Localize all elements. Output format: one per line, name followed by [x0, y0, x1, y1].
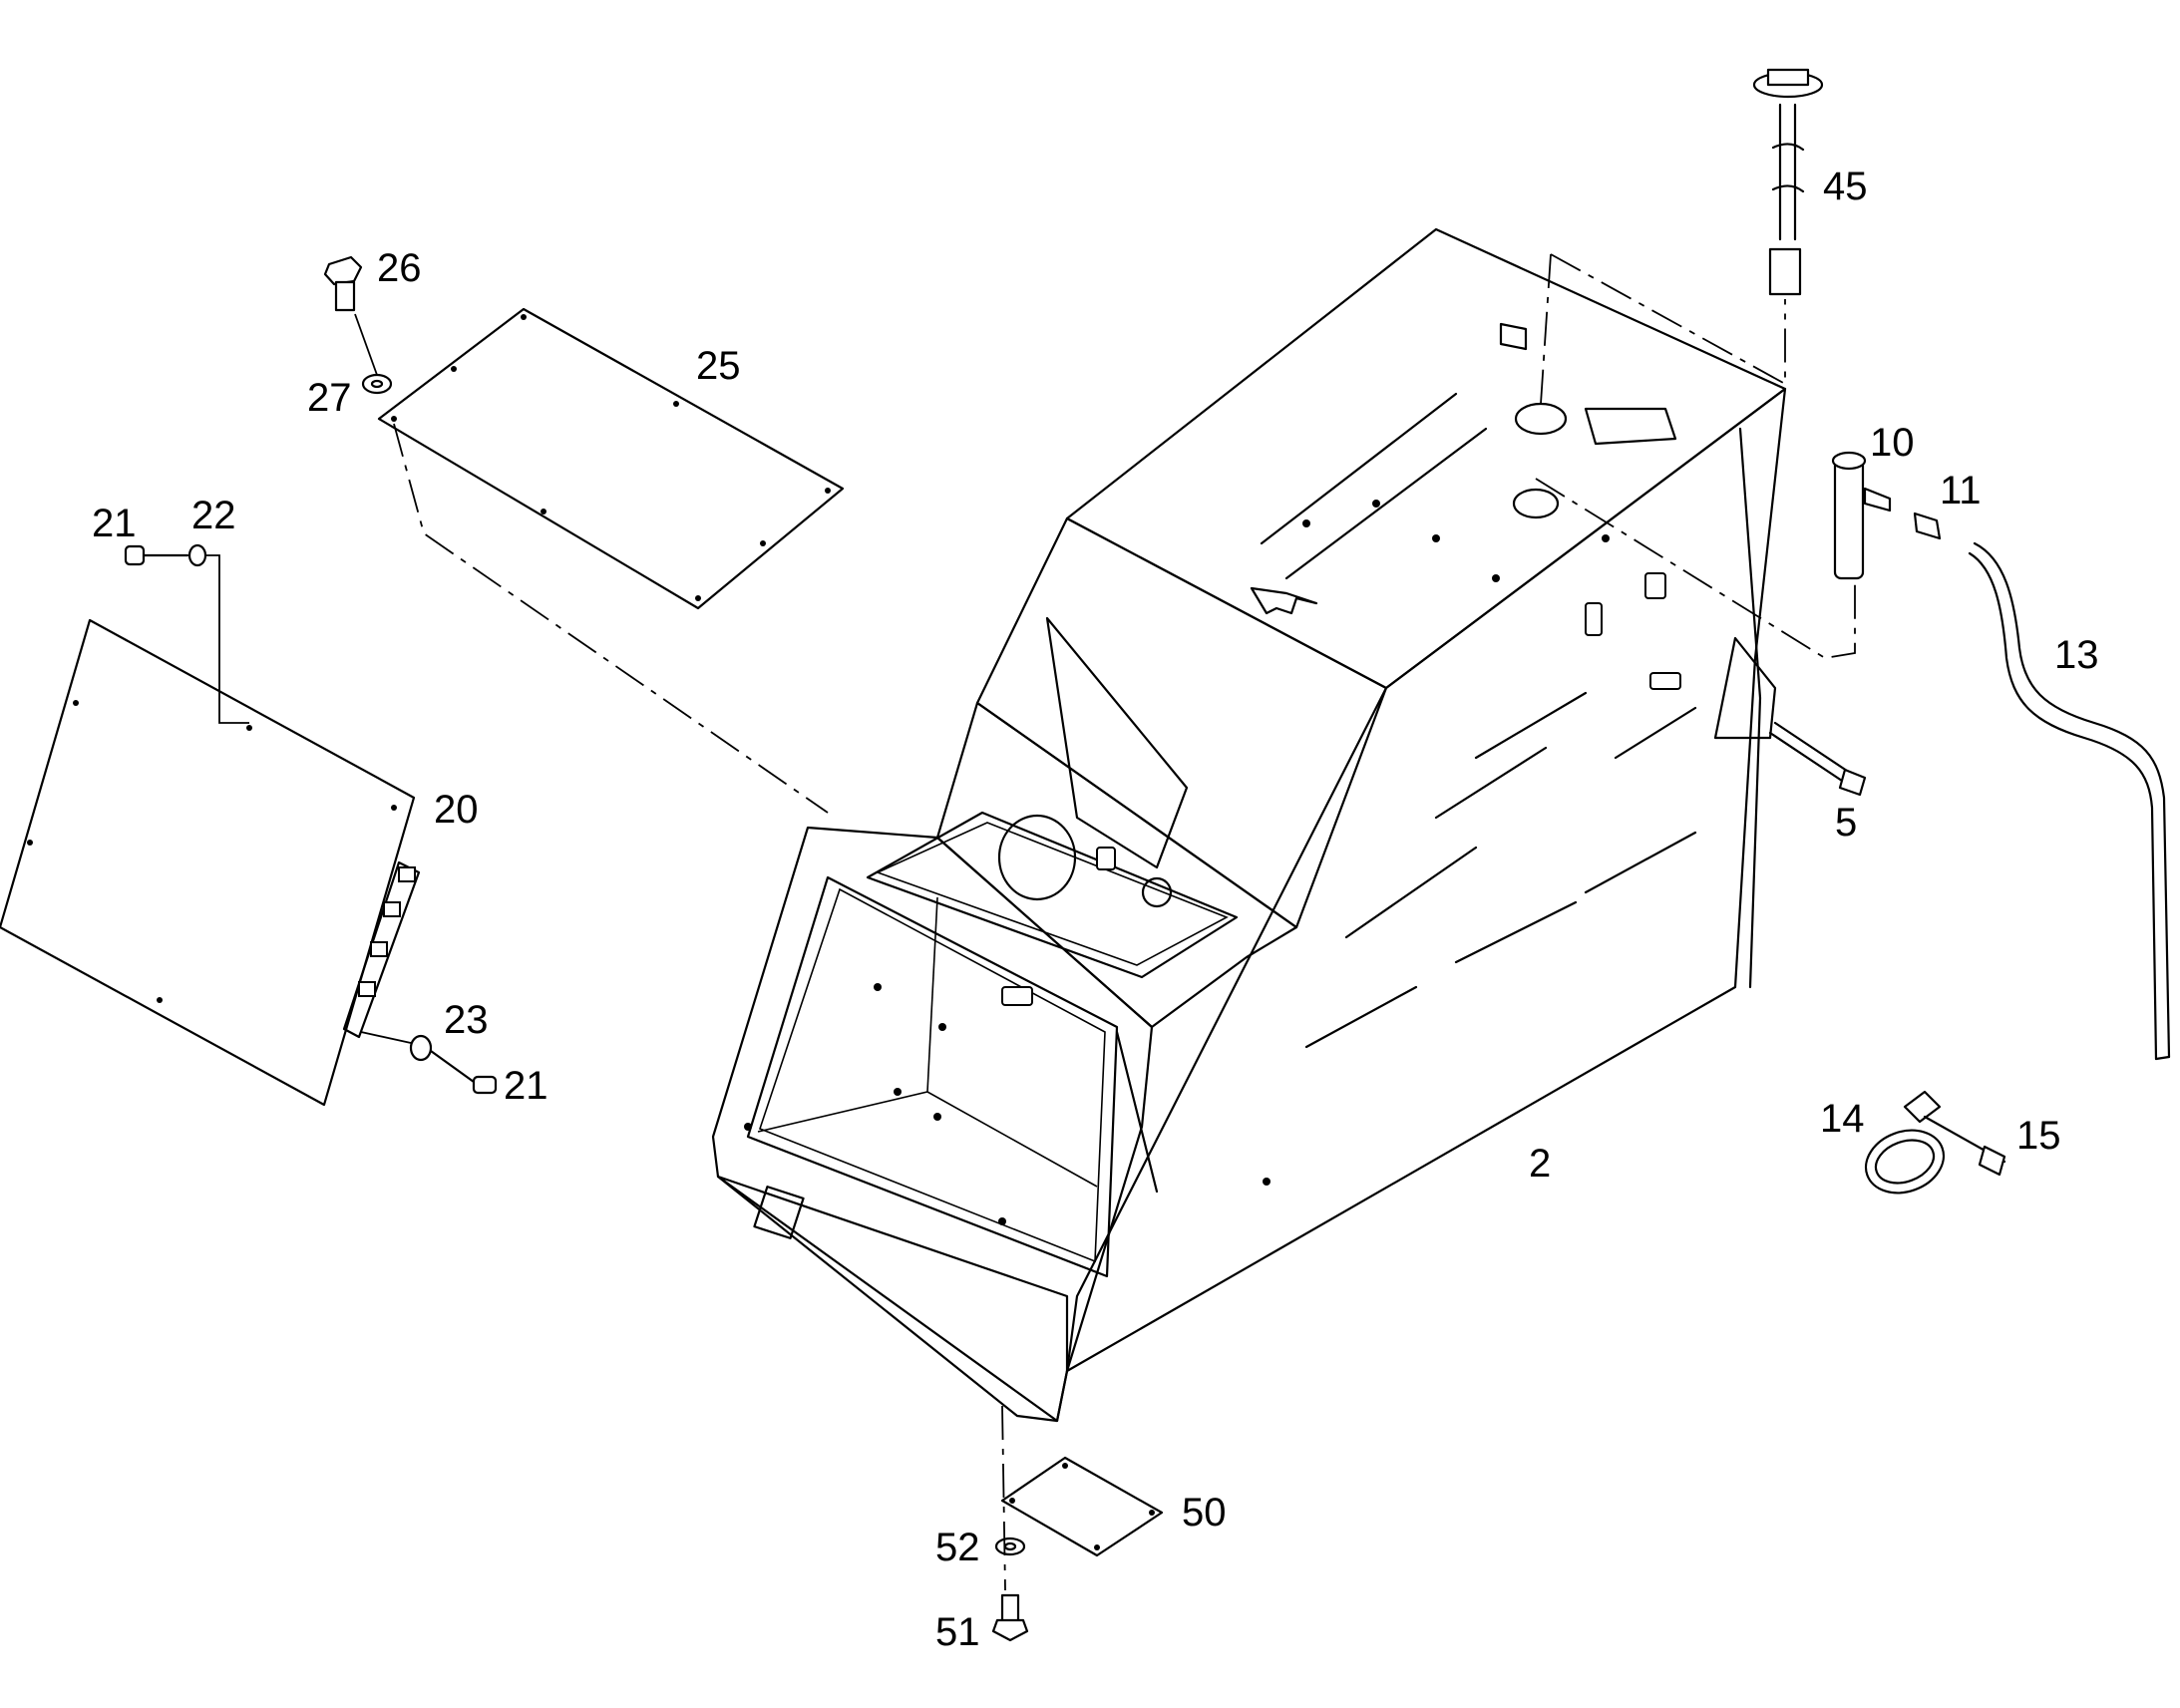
callout-51: 51 [935, 1610, 980, 1654]
callout-22: 22 [191, 494, 236, 537]
callout-20: 20 [434, 788, 479, 832]
part-22-washer [187, 543, 207, 567]
callout-27: 27 [307, 376, 352, 420]
part-20-side-door [0, 618, 421, 1107]
part-10-filler-neck [1831, 451, 1892, 580]
callout-21-lower: 21 [504, 1064, 548, 1108]
callout-26: 26 [377, 246, 422, 290]
frame-housing [711, 227, 1787, 1423]
callout-50: 50 [1182, 1491, 1227, 1535]
leader-26-27 [354, 313, 378, 376]
part-51-bolt [991, 1593, 1029, 1642]
callout-23: 23 [444, 998, 489, 1042]
callout-5: 5 [1835, 801, 1857, 845]
part-14-clamp [1864, 1090, 1946, 1195]
part-50-bottom-plate [1000, 1456, 1164, 1557]
part-21-bolt-lower [429, 1049, 498, 1095]
callout-15: 15 [2016, 1114, 2061, 1158]
part-21-bolt-upper [124, 544, 189, 566]
callout-45: 45 [1823, 165, 1868, 208]
callout-13: 13 [2054, 633, 2099, 677]
callout-10: 10 [1870, 421, 1915, 465]
part-11-elbow-fitting [1913, 512, 1942, 540]
callout-2: 2 [1529, 1142, 1551, 1186]
part-25-cover-plate [377, 307, 845, 610]
callout-labels: 45 26 25 27 10 11 21 22 13 20 5 23 21 14… [92, 165, 2099, 1654]
leader-22 [205, 554, 249, 724]
part-15-screw [1923, 1115, 2006, 1177]
callout-52: 52 [935, 1526, 980, 1569]
callout-21-upper: 21 [92, 502, 137, 545]
part-13-hose [1968, 541, 2171, 1061]
part-26-bolt [323, 255, 363, 312]
callout-11: 11 [1940, 469, 1982, 512]
part-45-fuel-sender [1752, 68, 1824, 296]
part-5-bolt [1768, 721, 1867, 797]
callout-25: 25 [696, 344, 741, 388]
leader-hinge-23 [360, 1031, 412, 1044]
part-23-washer [409, 1034, 433, 1062]
callout-14: 14 [1820, 1097, 1865, 1141]
assembly-lines [393, 253, 1856, 1591]
part-27-washer [361, 373, 393, 395]
part-52-washer [994, 1537, 1026, 1556]
